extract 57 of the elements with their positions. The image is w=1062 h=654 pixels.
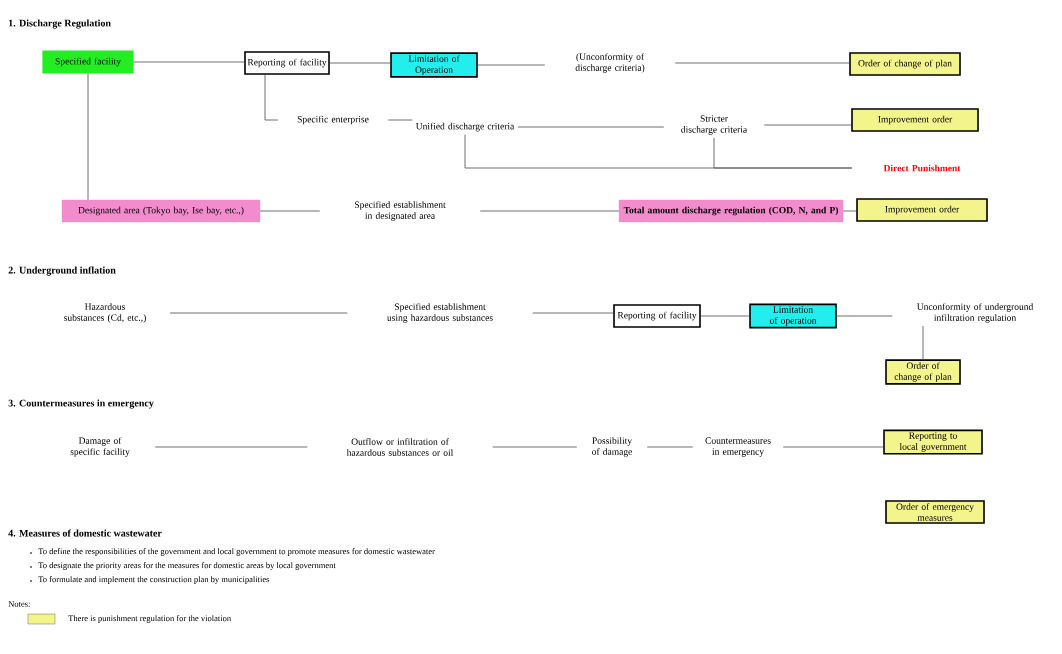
- connector-line: [479, 210, 620, 212]
- connector-line: [713, 137, 853, 169]
- connector-line: [387, 119, 413, 121]
- flow-text: Possibility of damage: [592, 437, 633, 457]
- flow-text: Countermeasures in emergency: [705, 437, 771, 457]
- flow-text: Direct Punishment: [883, 164, 961, 172]
- connector-line: [836, 315, 893, 317]
- order-box: Improvement order: [851, 108, 979, 132]
- order-box: Improvement order: [856, 198, 988, 222]
- bullet-text: To formulate and implement the construction plan by municipalities: [38, 576, 270, 584]
- connector-line: [477, 64, 546, 66]
- process-box: Limitation of operation: [749, 303, 837, 329]
- section-heading: 2. Underground inflation: [8, 266, 116, 276]
- flow-text: Outflow or infiltration of hazardous substances or oil: [346, 438, 454, 456]
- connector-line: [782, 446, 884, 448]
- flow-text: Specified establishment in designated area: [355, 201, 446, 221]
- section-heading: 4. Measures of domestic wastewater: [8, 529, 162, 537]
- connector-line: [532, 312, 614, 314]
- process-box: Reporting of facility: [613, 304, 701, 328]
- flow-text: Unconformity of underground infiltration regulation: [917, 303, 1034, 323]
- flow-text: Specified establishment using hazardous substances: [387, 303, 493, 323]
- connector-line: [154, 446, 308, 448]
- flow-text: Hazardous substances (Cd, etc.,): [64, 303, 146, 323]
- connector-line: [259, 210, 321, 212]
- connector-line: [842, 210, 857, 212]
- process-box: Reporting of facility: [244, 51, 330, 75]
- connector-line: [329, 62, 391, 64]
- flow-text: Specific enterprise: [297, 115, 369, 125]
- legend-text: There is punishment regulation for the violation: [68, 615, 231, 623]
- connector-line: [922, 325, 924, 360]
- flow-text: (Unconformity of discharge criteria): [575, 53, 645, 73]
- connector-line: [674, 62, 850, 64]
- section-heading: 1. Discharge Regulation: [9, 19, 111, 29]
- note-heading: Notes:: [8, 601, 30, 607]
- connector-line: [264, 74, 279, 121]
- connector-line: [517, 126, 665, 128]
- order-box: Order of change of plan: [849, 52, 961, 76]
- bullet-text: To designate the priority areas for the measures for domestic areas by local government: [38, 562, 336, 570]
- order-box: Order of emergency measures: [885, 500, 985, 524]
- connector-line: [763, 124, 852, 126]
- process-box: Total amount discharge regulation (COD, N, and P): [618, 199, 844, 223]
- connector-line: [700, 315, 750, 317]
- flow-text: Damage of specific facility: [70, 437, 130, 457]
- order-box: Order of change of plan: [885, 359, 961, 385]
- process-box: Limitation of Operation: [390, 52, 478, 78]
- order-box: Reporting to local government: [883, 429, 983, 455]
- connector-line: [492, 446, 578, 448]
- connector-line: [133, 61, 245, 63]
- flow-text: Unified discharge criteria: [415, 122, 515, 132]
- connector-line: [87, 73, 89, 201]
- process-box: Designated area (Tokyo bay, Ise bay, etc.,): [61, 199, 261, 223]
- process-box: Specified facility: [42, 50, 134, 74]
- section-heading: 3. Countermeasures in emergency: [8, 399, 154, 409]
- bullet-text: To define the responsibilities of the government and local government to promote measures for domestic wastewater: [38, 548, 435, 556]
- connector-line: [646, 446, 694, 448]
- flow-text: Stricter discharge criteria: [681, 115, 748, 135]
- connector-line: [169, 312, 348, 314]
